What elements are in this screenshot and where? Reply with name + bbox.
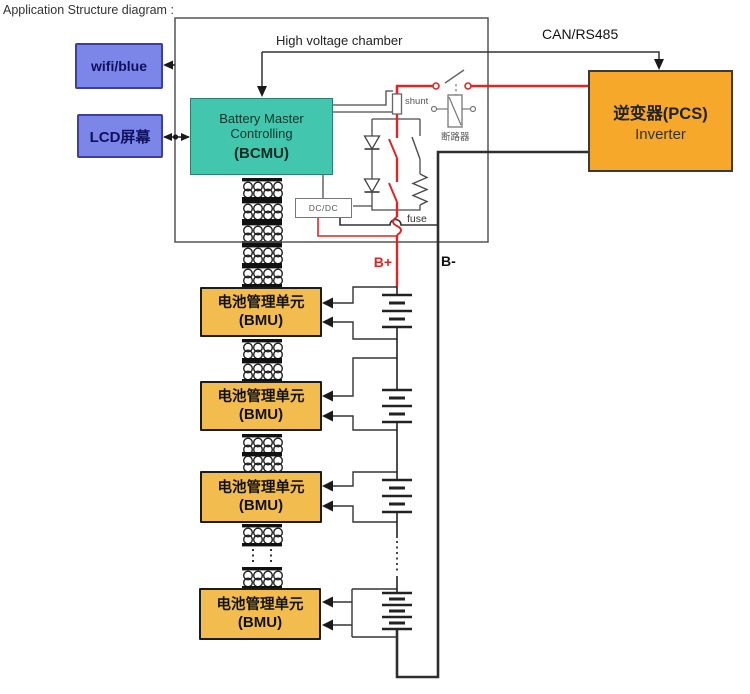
transformer-chain-bmu1-bmu2 (241, 338, 283, 384)
transformer-chain-bmu2-bmu3 (241, 433, 283, 476)
arrow-into-bcmu-left (181, 133, 190, 141)
disconnect-switch (432, 69, 472, 90)
circuit-breaker-label: 断路器 (441, 132, 470, 143)
arrow-into-wifi (163, 60, 173, 70)
bmu-box-1: 电池管理单元 (BMU) (200, 287, 322, 337)
fuse-label: fuse (407, 213, 427, 225)
bmu-box-2: 电池管理单元 (BMU) (200, 381, 322, 431)
dcdc-converter-box: DC/DC (295, 198, 352, 218)
b-minus-wire (395, 150, 588, 679)
inverter-label-en: Inverter (635, 125, 686, 143)
inverter-pcs-box: 逆变器(PCS) Inverter (588, 70, 733, 172)
battery-cell-plates (382, 293, 412, 631)
b-plus-wire (317, 84, 588, 287)
chamber-label: High voltage chamber (276, 33, 403, 48)
bmu2-label-cn: 电池管理单元 (217, 389, 305, 405)
lcd-screen-box: LCD屏幕 (77, 114, 163, 158)
bmu-box-3: 电池管理单元 (BMU) (200, 471, 322, 523)
b-minus-terminal-label: B- (441, 253, 456, 269)
transformer-chain-bmu3-bmu4 (241, 523, 283, 591)
bmu-tap-brackets (333, 286, 397, 638)
bmu3-label-en: (BMU) (238, 497, 284, 514)
chain-continuation-dots (252, 549, 272, 565)
page-title: Application Structure diagram : (3, 3, 174, 17)
bmu1-label-en: (BMU) (238, 312, 284, 329)
b-plus-terminal-label: B+ (373, 254, 392, 270)
high-voltage-chamber-outline (174, 17, 489, 243)
arrow-into-bcmu (257, 86, 267, 97)
diode-pair (363, 135, 381, 194)
bmu-box-4: 电池管理单元 (BMU) (199, 588, 321, 640)
wifi-box-label: wifi/blue (91, 58, 147, 74)
contactor-switch-blade (411, 136, 421, 160)
lcd-box-label: LCD屏幕 (89, 128, 151, 146)
bmu2-label-en: (BMU) (238, 406, 284, 423)
circuit-breaker (430, 84, 477, 128)
bus-junction-dot (172, 134, 179, 140)
sense-and-branch-wires (322, 90, 421, 211)
arrow-into-lcd (163, 133, 172, 141)
bcmu-label-line3: (BCMU) (234, 145, 289, 162)
bcmu-label-line2: Controlling (230, 126, 293, 141)
transformer-chain-bcmu-bmu1 (241, 177, 283, 289)
inverter-label-cn: 逆变器(PCS) (613, 104, 708, 123)
bmu1-label-cn: 电池管理单元 (217, 295, 305, 311)
shunt-label: shunt (405, 96, 429, 107)
wifi-bluetooth-module-box: wifi/blue (75, 43, 163, 89)
bcmu-box: Battery Master Controlling (BCMU) (190, 98, 333, 175)
bmu3-label-cn: 电池管理单元 (217, 480, 305, 496)
shunt-resistor (391, 93, 403, 115)
bcmu-label-line1: Battery Master (219, 111, 304, 126)
pre-charge-resistor (411, 173, 429, 206)
bmu-input-arrows (322, 297, 333, 631)
arrow-into-inverter (654, 59, 664, 70)
display-bus-wires (164, 64, 189, 138)
bmu4-label-cn: 电池管理单元 (216, 597, 304, 613)
bmu4-label-en: (BMU) (237, 614, 283, 631)
can-bus-label: CAN/RS485 (542, 26, 619, 42)
dcdc-label: DC/DC (308, 203, 339, 213)
battery-string (322, 286, 412, 638)
